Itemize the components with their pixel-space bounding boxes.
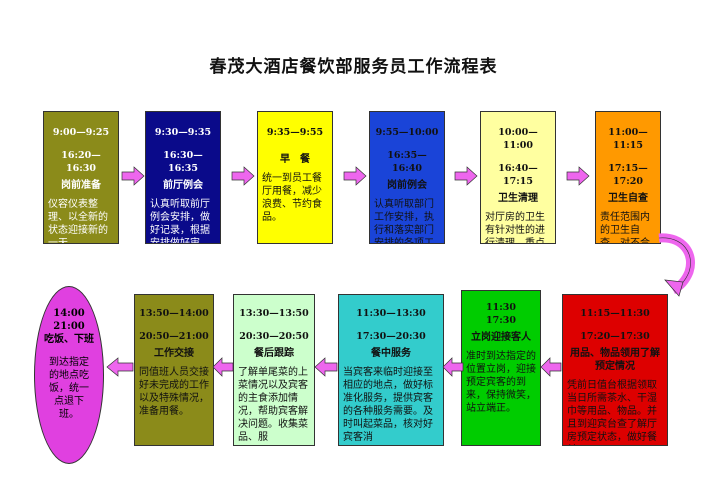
step-box-6: 11:00—11:15 17:15—17:20 卫生自查 责任范围内的卫生自查，… (595, 111, 661, 244)
page-title: 春茂大酒店餐饮部服务员工作流程表 (209, 57, 498, 77)
step-box-1: 9:00—9:25 16:20—16:30 岗前准备 仪容仪表整理、以全新的状态… (43, 111, 119, 244)
step-box-9: 11:30—13:30 17:30—20:30 餐中服务 当宾客来临时迎接至相应… (338, 294, 444, 446)
step-desc: 准时到达指定的位置立岗，迎接预定宾客的到来，保持微笑，站立端正。 (466, 351, 536, 414)
step-box-11: 13:50—14:00 20:50—21:00 工作交接 同值班人员交接好未完成… (134, 294, 214, 446)
end-time-1: 14:00 (53, 308, 85, 319)
step-box-4: 9:55—10:00 16:35—16:40 岗前例会 认真听取部门工作安排，执… (369, 111, 445, 244)
curved-arrow-icon (658, 233, 695, 297)
step-box-10: 13:30—13:50 20:30—20:50 餐后跟踪 了解单尾菜的上菜情况以… (233, 294, 315, 446)
step-time-2: 16:30—16:35 (163, 150, 203, 174)
arrow-left-icon (212, 357, 234, 377)
step-name: 岗前例会 (387, 180, 427, 191)
step-time-2: 16:40—17:15 (498, 163, 538, 187)
step-desc: 统一到员工餐厅用餐，减少浪费、节约食品。 (262, 173, 322, 223)
step-name: 卫生自查 (608, 193, 648, 204)
arrow-left-icon (540, 357, 562, 377)
step-name: 卫生清理 (498, 193, 538, 204)
step-time-1: 13:50—14:00 (139, 308, 209, 319)
step-name: 用品、物品领用了解预定情况 (570, 348, 660, 372)
step-name: 工作交接 (154, 348, 194, 359)
step-desc: 责任范围内的卫生自查，对不合格的区域立即整 (600, 212, 650, 244)
arrow-right-icon (121, 166, 145, 186)
arrow-right-icon (566, 166, 590, 186)
arrow-right-icon (454, 166, 478, 186)
step-time-2: 16:20—16:30 (61, 150, 101, 174)
step-time-1: 9:55—10:00 (375, 127, 439, 138)
step-desc: 认真听取部门工作安排，执行和落实部门安排的各项工 (374, 199, 434, 244)
step-time-2: 17:20—17:30 (580, 331, 650, 342)
step-name: 立岗迎接客人 (471, 332, 531, 343)
step-time-2: 16:35—16:40 (387, 150, 427, 174)
step-box-2: 9:30—9:35 16:30—16:35 前厅例会 认真听取前厅例会安排，做好… (145, 111, 221, 244)
step-desc: 凭前日值台根据领取当日所需茶水、干湿巾等用品、物品。并且到迎宾台查了解厅房预定状… (567, 380, 657, 443)
step-desc: 仪容仪表整理、以全新的状态迎接新的一天。 (48, 199, 108, 244)
step-box-5: 10:00—11:00 16:40—17:15 卫生清理 对厅房的卫生有针对性的… (480, 111, 556, 244)
step-name: 餐中服务 (371, 348, 411, 359)
step-desc: 了解单尾菜的上菜情况以及宾客的主食添加情况，帮助宾客解决问题。收集菜品、服 (238, 367, 308, 443)
arrow-left-icon (314, 357, 338, 377)
step-time-1: 9:35—9:55 (266, 127, 324, 138)
step-name: 前厅例会 (163, 180, 203, 191)
step-desc: 对厅房的卫生有针对性的进行清理，重点以环境卫生为主，达到空气 (485, 212, 545, 244)
end-step-circle: 14:00 21:00 吃饭、下班 到达指定的地点吃饭，统一点退下班。 (34, 286, 104, 464)
step-name: 餐后跟踪 (254, 348, 294, 359)
step-box-7: 11:15—11:30 17:20—17:30 用品、物品领用了解预定情况 凭前… (562, 294, 668, 446)
step-time-1: 9:00—9:25 (52, 127, 110, 138)
end-time-2: 21:00 (53, 321, 85, 332)
arrow-right-icon (343, 166, 367, 186)
end-name: 吃饭、下班 (44, 334, 94, 345)
arrow-right-icon (231, 166, 255, 186)
arrow-left-icon (442, 357, 464, 377)
step-box-3: 9:35—9:55 早 餐 统一到员工餐厅用餐，减少浪费、节约食品。 (257, 111, 333, 244)
step-time-2: 20:30—20:50 (239, 331, 309, 342)
step-name: 岗前准备 (61, 180, 101, 191)
step-desc: 当宾客来临时迎接至相应的地点，做好标准化服务，提供宾客的各种服务需要。及时叫起菜… (343, 367, 433, 443)
step-time-2: 20:50—21:00 (139, 331, 209, 342)
step-desc: 同值班人员交接好未完成的工作以及特殊情况，准备用餐。 (139, 367, 209, 417)
end-desc: 到达指定的地点吃饭，统一点退下班。 (49, 357, 89, 420)
step-time-1: 11:30 (486, 302, 516, 313)
step-desc: 认真听取前厅例会安排，做好记录，根据安排做好审 (150, 199, 210, 244)
step-time-2: 17:30—20:30 (356, 331, 426, 342)
step-time-1: 11:15—11:30 (580, 308, 650, 319)
step-box-8: 11:30 17:30 立岗迎接客人 准时到达指定的位置立岗，迎接预定宾客的到来… (461, 290, 541, 446)
step-time-1: 9:30—9:35 (154, 127, 212, 138)
step-name: 早 餐 (280, 154, 310, 165)
step-time-2: 17:30 (486, 315, 516, 326)
arrow-left-icon (106, 357, 134, 377)
step-time-1: 13:30—13:50 (239, 308, 309, 319)
step-time-1: 11:30—13:30 (356, 308, 426, 319)
step-time-1: 11:00—11:15 (608, 127, 648, 151)
step-time-1: 10:00—11:00 (498, 127, 538, 151)
step-time-2: 17:15—17:20 (608, 163, 648, 187)
